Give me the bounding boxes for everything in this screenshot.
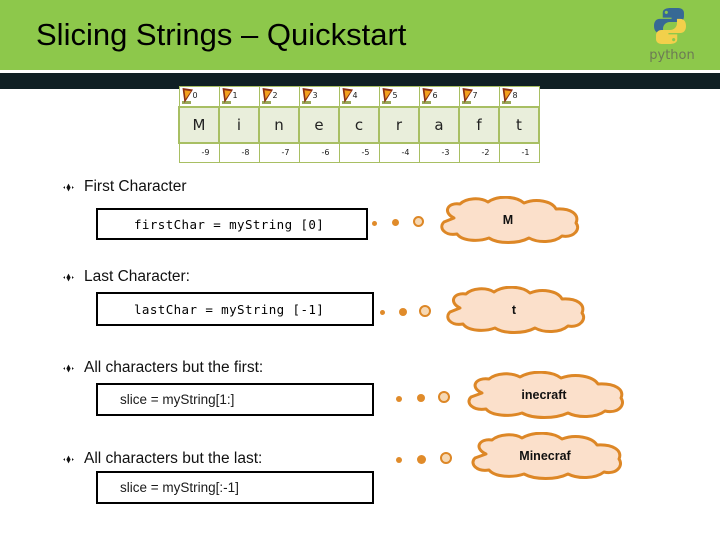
code-box-all-but-first: slice = myString[1:] <box>96 383 374 416</box>
diamond-bullet-icon <box>62 271 75 284</box>
negative-index-cell: -4 <box>378 142 420 163</box>
positive-index-value: 5 <box>392 91 398 100</box>
callout-cloud-first-character: M <box>432 196 584 244</box>
bullet-last-character: Last Character: <box>62 268 190 286</box>
negative-index-cell: -9 <box>178 142 220 163</box>
negative-index-cell: -2 <box>458 142 500 163</box>
callout-dot-large <box>419 305 431 317</box>
callout-dot-large <box>440 452 452 464</box>
callout-dot-medium <box>417 394 425 402</box>
callout-dot-small <box>396 396 402 402</box>
character-cell: M <box>178 105 220 144</box>
positive-index-cell: 1 <box>218 86 260 107</box>
section-heading: Last Character: <box>84 268 190 285</box>
character-cell: c <box>338 105 380 144</box>
character-cell: f <box>458 105 500 144</box>
flag-marker-icon <box>261 87 275 106</box>
positive-index-cell: 4 <box>338 86 380 107</box>
python-logo-wordmark: python <box>649 48 695 63</box>
positive-index-value: 7 <box>472 91 478 100</box>
bullet-all-but-first: All characters but the first: <box>62 359 263 377</box>
flag-marker-icon <box>221 87 235 106</box>
positive-index-value: 2 <box>272 91 278 100</box>
flag-marker-icon <box>461 87 475 106</box>
code-text: firstChar = myString [0] <box>134 216 325 232</box>
callout-dot-large <box>413 216 424 227</box>
character-cell: i <box>218 105 260 144</box>
positive-index-value: 6 <box>432 91 438 100</box>
callout-result-text: t <box>511 303 517 317</box>
negative-index-cell: -5 <box>338 142 380 163</box>
positive-index-cell: 6 <box>418 86 460 107</box>
section-heading: First Character <box>84 178 187 195</box>
flag-marker-icon <box>181 87 195 106</box>
positive-index-value: 8 <box>512 91 518 100</box>
callout-dot-medium <box>417 455 426 464</box>
character-cell: e <box>298 105 340 144</box>
flag-marker-icon <box>301 87 315 106</box>
section-heading: All characters but the first: <box>84 359 264 376</box>
character-cell: a <box>418 105 460 144</box>
code-box-last-character: lastChar = myString [-1] <box>96 292 374 326</box>
callout-cloud-last-character: t <box>438 286 590 334</box>
page-title: Slicing Strings – Quickstart <box>36 17 407 52</box>
callout-dot-medium <box>392 219 399 226</box>
positive-index-cell: 3 <box>298 86 340 107</box>
code-box-first-character: firstChar = myString [0] <box>96 208 368 240</box>
positive-index-value: 1 <box>232 91 238 100</box>
negative-index-cell: -6 <box>298 142 340 163</box>
header-divider <box>0 70 720 73</box>
positive-index-cell: 0 <box>178 86 220 107</box>
diamond-bullet-icon <box>62 181 75 194</box>
callout-dot-large <box>438 391 450 403</box>
code-text: slice = myString[1:] <box>120 392 235 407</box>
flag-marker-icon <box>341 87 355 106</box>
callout-dot-medium <box>399 308 407 316</box>
callout-dot-small <box>396 457 402 463</box>
callout-dot-small <box>380 310 385 315</box>
python-logo-icon <box>637 6 707 68</box>
negative-index-cell: -7 <box>258 142 300 163</box>
section-heading: All characters but the last: <box>84 450 263 467</box>
header-dark-band <box>0 73 720 89</box>
positive-index-value: 3 <box>312 91 318 100</box>
positive-index-cell: 5 <box>378 86 420 107</box>
positive-index-cell: 8 <box>498 86 540 107</box>
character-cell: t <box>498 105 540 144</box>
callout-dot-small <box>372 221 377 226</box>
positive-index-cell: 2 <box>258 86 300 107</box>
character-cell: n <box>258 105 300 144</box>
positive-index-row: 0 1 2 3 4 5 6 7 8 <box>178 86 540 107</box>
header-band <box>0 0 720 70</box>
callout-cloud-all-but-first: inecraft <box>458 371 630 419</box>
flag-marker-icon <box>381 87 395 106</box>
negative-index-cell: -1 <box>498 142 540 163</box>
code-text: lastChar = myString [-1] <box>134 301 325 317</box>
bullet-first-character: First Character <box>62 178 187 196</box>
positive-index-value: 4 <box>352 91 358 100</box>
flag-marker-icon <box>421 87 435 106</box>
callout-cloud-all-but-last: Minecraf <box>462 432 628 480</box>
callout-result-text: inecraft <box>521 388 567 402</box>
code-text: slice = myString[:-1] <box>120 480 239 495</box>
code-box-all-but-last: slice = myString[:-1] <box>96 471 374 504</box>
character-cell: r <box>378 105 420 144</box>
positive-index-cell: 7 <box>458 86 500 107</box>
negative-index-cell: -3 <box>418 142 460 163</box>
callout-result-text: Minecraf <box>519 449 571 463</box>
flag-marker-icon <box>501 87 515 106</box>
negative-index-row: -9-8-7-6-5-4-3-2-1 <box>178 142 540 163</box>
bullet-all-but-last: All characters but the last: <box>62 450 262 468</box>
positive-index-value: 0 <box>192 91 198 100</box>
negative-index-cell: -8 <box>218 142 260 163</box>
diamond-bullet-icon <box>62 453 75 466</box>
diamond-bullet-icon <box>62 362 75 375</box>
callout-result-text: M <box>502 213 514 227</box>
